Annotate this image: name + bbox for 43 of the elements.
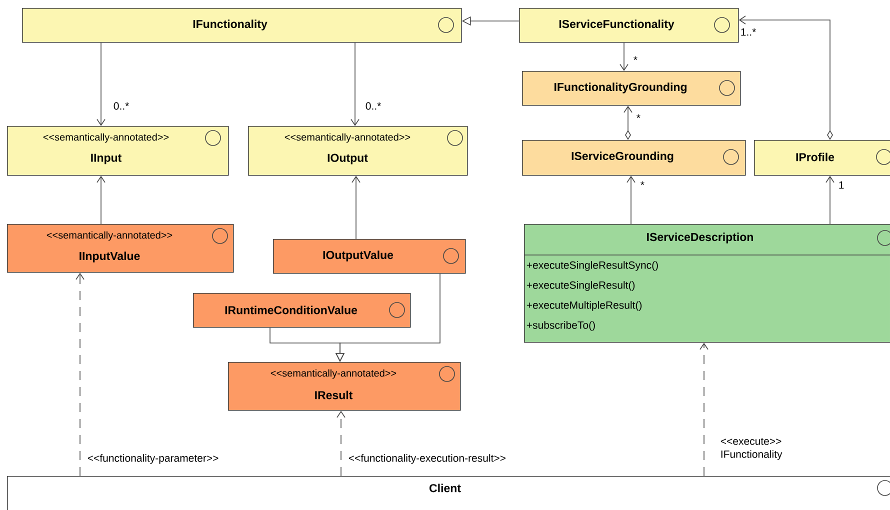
multiplicity-label: 1..* <box>741 28 756 36</box>
arrow <box>96 176 106 224</box>
edge-label: <<functionality-parameter>> <box>88 454 218 464</box>
edge-label: <<functionality-execution-result>> <box>348 454 506 464</box>
multiplicity-label: * <box>640 181 644 186</box>
class-name: IResult <box>315 390 353 400</box>
operation-label: +executeSingleResult() <box>526 281 635 291</box>
class-name: IServiceFunctionality <box>559 20 674 30</box>
class-name: IFunctionality <box>193 20 268 30</box>
dependency-arrow <box>700 342 708 476</box>
class-name: IServiceDescription <box>647 232 753 244</box>
aggregation-arrow <box>738 16 833 140</box>
class-name: IOutputValue <box>323 250 394 262</box>
multiplicity-label: 0..* <box>114 102 129 110</box>
aggregation-arrow <box>624 106 632 140</box>
class-name: IRuntimeConditionValue <box>225 306 358 314</box>
stereotype-label: <<semantically-annotated>> <box>46 231 172 241</box>
class-name: IFunctionalityGrounding <box>554 82 687 94</box>
class-name: IInput <box>91 154 122 164</box>
multiplicity-label: * <box>636 114 640 118</box>
edge-label: <<execute>> IFunctionality <box>720 438 782 460</box>
arrow <box>350 42 360 126</box>
dependency-arrow <box>76 272 84 476</box>
arrow <box>352 176 360 240</box>
arrow <box>96 42 106 126</box>
class-name: Client <box>430 484 461 492</box>
arrow <box>626 176 636 224</box>
class-name: IInputValue <box>80 252 140 262</box>
multiplicity-label: 0..* <box>366 102 381 110</box>
operation-label: +executeMultipleResult() <box>526 301 642 311</box>
multiplicity-label: * <box>634 56 638 60</box>
class-name: IProfile <box>796 152 834 162</box>
stereotype-label: <<semantically-annotated>> <box>270 369 396 379</box>
stereotype-label: <<semantically-annotated>> <box>43 133 169 143</box>
operation-label: +executeSingleResultSync() <box>526 261 658 271</box>
arrow <box>826 176 834 224</box>
multiplicity-label: 1 <box>839 181 844 189</box>
dependency-arrow <box>336 410 346 476</box>
stereotype-label: <<semantically-annotated>> <box>284 133 410 143</box>
arrow <box>620 42 628 71</box>
class-name: IServiceGrounding <box>572 152 674 162</box>
operation-label: +subscribeTo() <box>526 321 595 331</box>
class-name: IOutput <box>328 154 368 164</box>
